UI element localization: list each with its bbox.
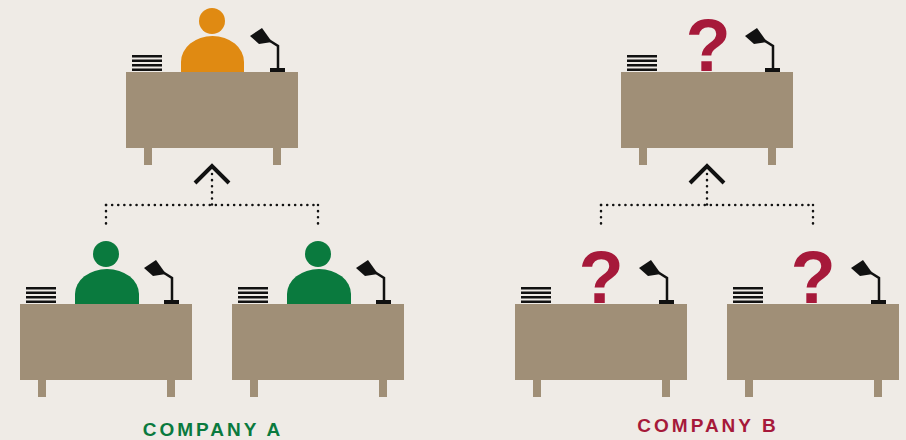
company-a-chart (20, 8, 404, 397)
company-name: COMPANY B (598, 416, 818, 435)
question-mark: ? (686, 9, 731, 83)
company-name: COMPANY A (103, 420, 323, 439)
question-mark: ? (791, 241, 836, 315)
company-b-chart (515, 28, 899, 397)
question-mark: ? (579, 241, 624, 315)
